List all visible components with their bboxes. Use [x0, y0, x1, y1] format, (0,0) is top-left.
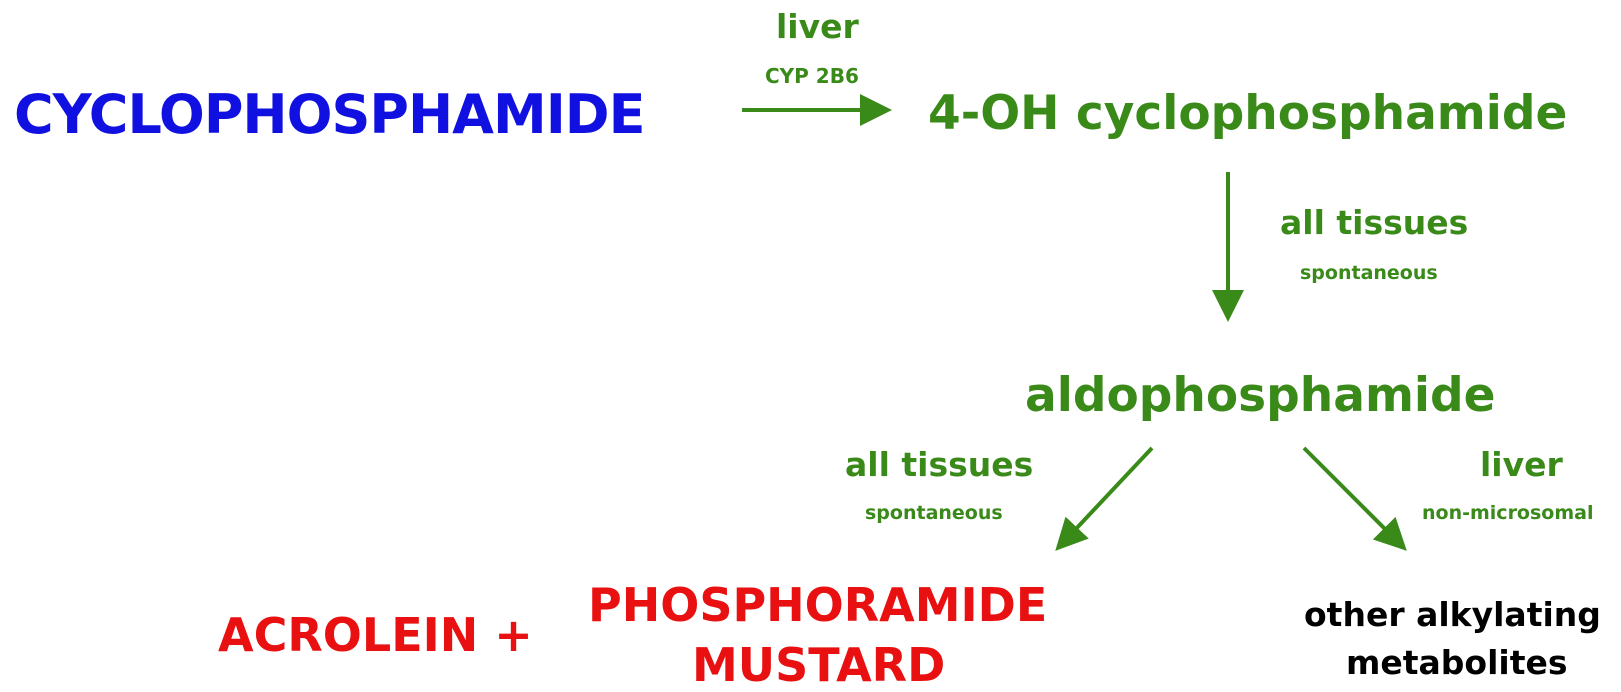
node-phosphoramide-mustard-line2: MUSTARD — [692, 638, 946, 692]
edge-label-non-microsomal: non-microsomal — [1422, 502, 1594, 524]
node-phosphoramide-mustard-line1: PHOSPHORAMIDE — [588, 578, 1048, 632]
edge-label-liver: liver — [776, 7, 859, 46]
edge-label-liver-2: liver — [1480, 445, 1563, 484]
edge-label-spontaneous-2: spontaneous — [865, 502, 1003, 524]
edge-label-all-tissues-2: all tissues — [845, 445, 1034, 484]
node-acrolein: ACROLEIN + — [218, 608, 533, 662]
edge-label-all-tissues-1: all tissues — [1280, 203, 1469, 242]
arrow-aldophosphamide-to-other — [1302, 446, 1407, 551]
node-cyclophosphamide: CYCLOPHOSPHAMIDE — [14, 83, 645, 146]
node-aldophosphamide: aldophosphamide — [1025, 368, 1496, 423]
node-4-oh-cyclophosphamide: 4-OH cyclophosphamide — [928, 86, 1568, 141]
arrow-aldophosphamide-to-phosphoramide — [1055, 446, 1154, 551]
edge-label-spontaneous-1: spontaneous — [1300, 262, 1438, 284]
edge-label-cyp2b6: CYP 2B6 — [765, 64, 859, 88]
node-other-metabolites-line2: metabolites — [1346, 643, 1568, 682]
node-other-metabolites-line1: other alkylating — [1304, 595, 1601, 634]
